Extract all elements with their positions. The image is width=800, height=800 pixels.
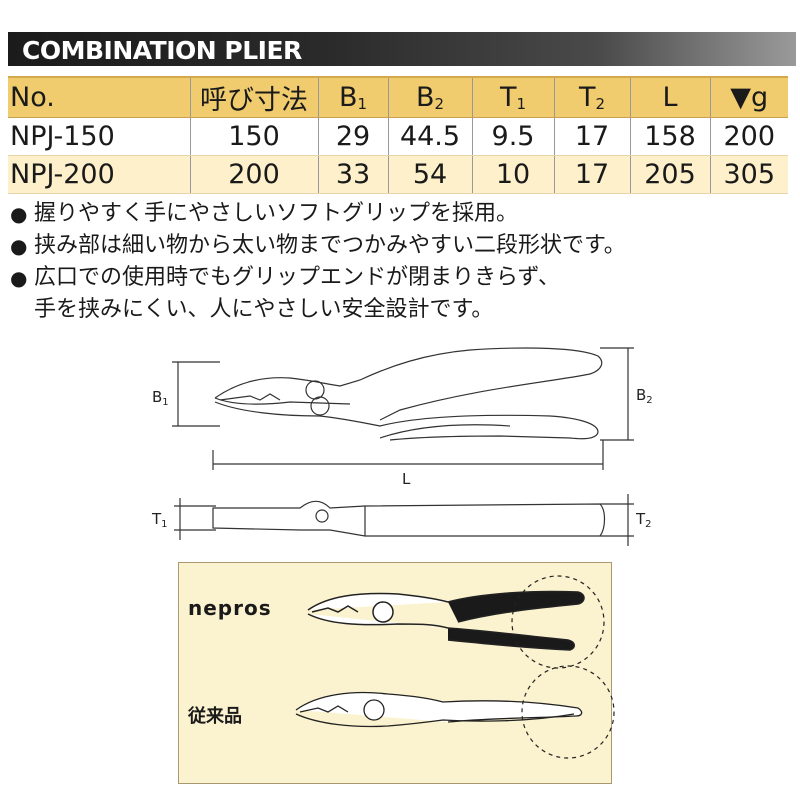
list-item-continuation: 手を挟みにくい、人にやさしい安全設計です。 [34, 297, 494, 322]
column-header-no: No. [8, 76, 190, 118]
list-item: ● 広口での使用時でもグリップエンドが閉まりきらず、 [10, 262, 790, 294]
page-title: COMBINATION PLIER [22, 36, 302, 65]
table-cell: 9.5 [471, 117, 554, 156]
list-item: ● 挟み部は細い物から太い物までつかみやすい二段形状です。 [10, 230, 790, 262]
conventional-plier-illustration [295, 691, 583, 728]
dimension-diagram: B1 B2 L T1 T2 [151, 347, 653, 546]
dimension-label-l: L [402, 470, 411, 488]
highlight-circle [511, 575, 605, 669]
column-header-t1: T1 [471, 76, 554, 118]
nepros-plier-illustration [307, 590, 585, 651]
plier-side-view-illustration [212, 500, 606, 537]
bullet-icon: ● [10, 234, 28, 258]
table-cell: 10 [471, 155, 554, 194]
bullet-icon: ● [10, 202, 28, 226]
column-header-size: 呼び寸法 [189, 76, 318, 118]
title-bar: COMBINATION PLIER [8, 32, 796, 66]
column-header-b1: B1 [317, 76, 388, 118]
conventional-label: 従来品 [188, 706, 242, 727]
dimension-label-b2: B2 [636, 386, 653, 406]
table-cell: 200 [189, 155, 318, 194]
spec-table: No. 呼び寸法 B1 B2 T1 T2 L ▼g NPJ-150 150 29… [8, 76, 788, 194]
feature-list: ● 握りやすく手にやさしいソフトグリップを採用。 ● 挟み部は細い物から太い物ま… [10, 198, 790, 326]
comparison-illustration [295, 575, 615, 759]
table-header-row: No. 呼び寸法 B1 B2 T1 T2 L ▼g [8, 76, 788, 118]
plier-top-view-illustration [214, 347, 603, 441]
dimension-label-t1: T1 [151, 510, 168, 530]
table-cell: NPJ-200 [8, 155, 190, 194]
table-cell: NPJ-150 [8, 117, 190, 156]
table-cell: 44.5 [387, 117, 472, 156]
table-cell: 305 [709, 155, 788, 194]
table-cell: 17 [553, 117, 630, 156]
table-row: NPJ-150 150 29 44.5 9.5 17 158 200 [8, 117, 788, 156]
table-cell: 158 [629, 117, 710, 156]
list-item: ● 握りやすく手にやさしいソフトグリップを採用。 [10, 198, 790, 230]
highlight-circle [521, 665, 615, 759]
dimension-label-b1: B1 [152, 388, 169, 408]
column-header-b2: B2 [387, 76, 472, 118]
bullet-icon: ● [10, 266, 28, 290]
column-header-t2: T2 [553, 76, 630, 118]
column-header-weight: ▼g [709, 76, 788, 118]
brand-logo: nepros [188, 596, 272, 620]
table-cell: 29 [317, 117, 388, 156]
table-cell: 33 [317, 155, 388, 194]
table-cell: 150 [189, 117, 318, 156]
table-cell: 205 [629, 155, 710, 194]
table-row: NPJ-200 200 33 54 10 17 205 305 [8, 155, 788, 194]
column-header-l: L [629, 76, 710, 118]
table-cell: 200 [709, 117, 788, 156]
dimension-label-t2: T2 [635, 510, 652, 530]
table-cell: 54 [387, 155, 472, 194]
table-cell: 17 [553, 155, 630, 194]
